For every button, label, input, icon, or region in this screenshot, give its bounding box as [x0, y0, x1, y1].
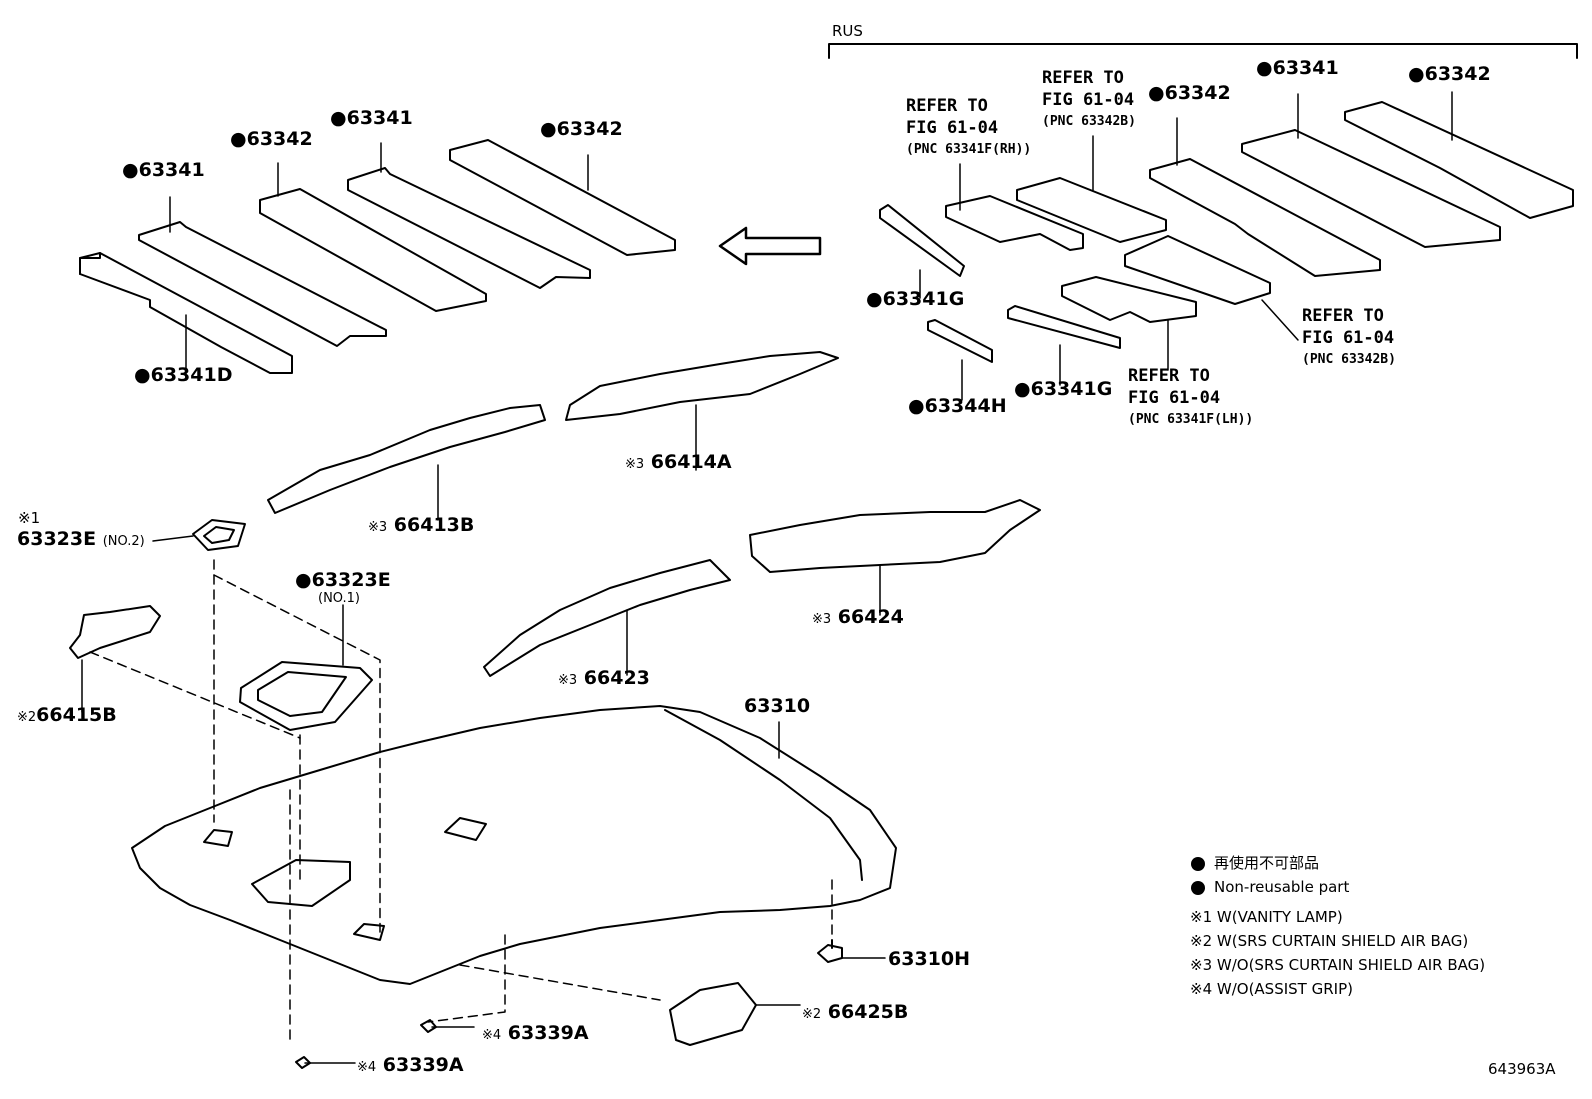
label-rus-63344H: 63344H — [908, 395, 1007, 417]
label-63339A-b: ※4 63339A — [357, 1054, 464, 1076]
label-63310: 63310 — [744, 695, 811, 717]
rus-strip-63344H — [927, 319, 993, 363]
legend-note-4: ※4 W/O(ASSIST GRIP) — [1190, 980, 1353, 998]
left-pad-63342-b — [449, 139, 676, 256]
legend-bullet-en — [1191, 881, 1205, 895]
legend-note-2: ※2 W(SRS CURTAIN SHIELD AIR BAG) — [1190, 932, 1469, 950]
bracket-66425B — [669, 982, 757, 1046]
label-63339A-a: ※4 63339A — [482, 1022, 589, 1044]
rail-66413B — [267, 404, 546, 514]
legend-dot-en: Non-reusable part — [1214, 878, 1350, 896]
label-rus-63341: 63341 — [1256, 57, 1339, 79]
rus-strip-63341G-b — [1007, 305, 1121, 349]
legend-dot-jp: 再使用不可部品 — [1214, 854, 1320, 872]
label-66423: ※3 66423 — [558, 667, 650, 689]
rail-66423 — [483, 559, 731, 677]
label-63323E-no2: 63323E (NO.2) — [17, 528, 145, 550]
legend-note-1: ※1 W(VANITY LAMP) — [1190, 908, 1343, 926]
label-rus-63341G-b: 63341G — [1014, 378, 1112, 400]
rus-pad-63342-b — [1344, 101, 1574, 219]
label-63342-a: 63342 — [230, 128, 313, 150]
bracket-66415B — [69, 605, 161, 659]
rus-bracket — [828, 43, 1578, 59]
label-mark-1: ※1 — [18, 509, 41, 527]
left-pad-63341-b — [347, 167, 591, 289]
label-66424: ※3 66424 — [812, 606, 904, 628]
leader-lines — [81, 91, 1453, 1064]
left-pad-63342-a — [259, 188, 487, 312]
label-rus-63341G-a: 63341G — [866, 288, 964, 310]
legend-note-3: ※3 W/O(SRS CURTAIN SHIELD AIR BAG) — [1190, 956, 1486, 974]
label-63323E-no1-note: (NO.1) — [318, 591, 360, 606]
label-rus-63342-a: 63342 — [1148, 82, 1231, 104]
rus-pad-63341F-RH — [945, 195, 1084, 251]
headliner-63310 — [131, 705, 897, 985]
rail-66414A — [565, 351, 839, 421]
label-63323E-no1: 63323E — [295, 569, 391, 591]
label-rus-63342-b: 63342 — [1408, 63, 1491, 85]
label-63341D: 63341D — [134, 364, 232, 386]
lamp-bezel-no1 — [239, 661, 373, 731]
label-66414A: ※3 66414A — [625, 451, 732, 473]
rus-pad-63342-a — [1149, 158, 1381, 277]
label-66425B: ※2 66425B — [802, 1001, 909, 1023]
lamp-bezel-no2 — [192, 519, 246, 551]
left-pad-63341-a — [138, 221, 387, 347]
clip-63310H — [817, 939, 843, 963]
legend-bullet-jp — [1191, 857, 1205, 871]
assembly-lines — [89, 559, 833, 1046]
label-63342-b: 63342 — [540, 118, 623, 140]
rus-pad-63342B-upper — [1016, 177, 1167, 243]
label-66413B: ※3 66413B — [368, 514, 475, 536]
diagram-id: 643963A — [1488, 1060, 1556, 1078]
rus-pad-63341 — [1241, 129, 1501, 248]
rus-pad-63341F-LH — [1061, 276, 1197, 323]
label-63341-a: 63341 — [122, 159, 205, 181]
left-pad-63341D — [79, 252, 293, 374]
label-66415B: ※266415B — [17, 704, 117, 726]
rus-strip-63341G-a — [879, 204, 965, 277]
direction-arrow — [718, 226, 822, 266]
label-63341-b: 63341 — [330, 107, 413, 129]
rus-group-label: RUS — [832, 22, 863, 40]
label-63310H: 63310H — [888, 948, 971, 970]
rus-pad-63342B-lower — [1124, 235, 1271, 305]
rail-66424 — [749, 499, 1041, 573]
